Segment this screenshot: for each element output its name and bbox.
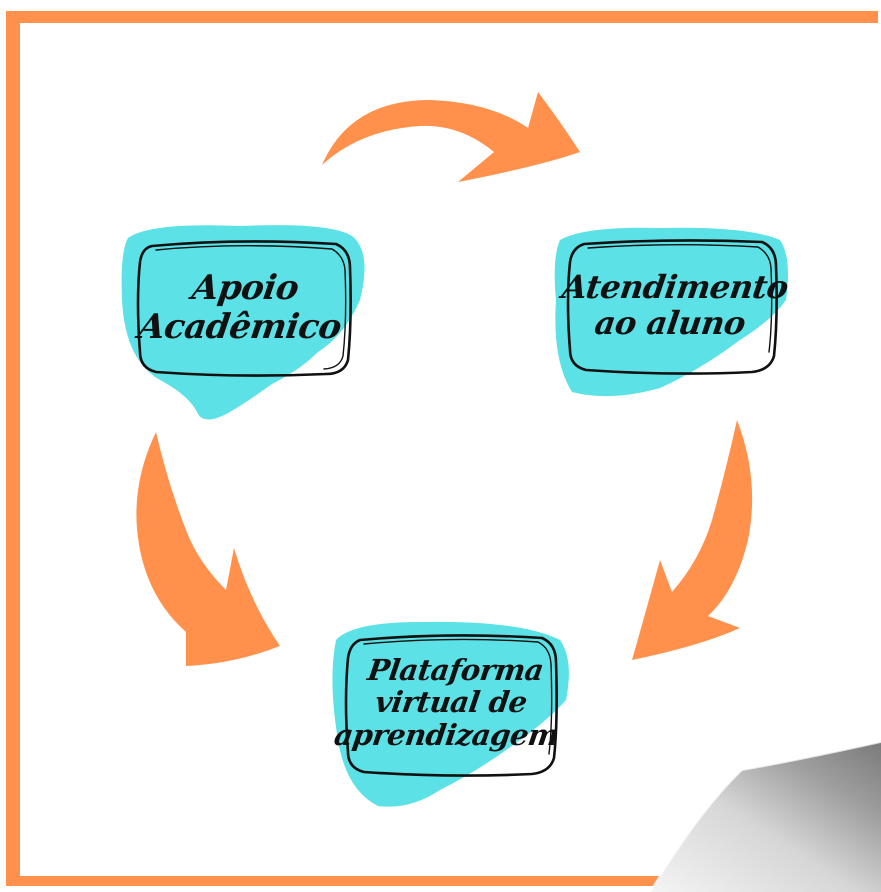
arrow-atendimento-to-plataforma	[632, 420, 752, 660]
node-apoio-label: Apoio Acadêmico	[126, 240, 360, 375]
node-apoio-line-1: Apoio	[141, 269, 349, 307]
node-atendimento-label: Atendimento ao aluno	[556, 238, 790, 373]
arrow-apoio-to-atendimento	[322, 92, 580, 182]
node-atendimento-line-1: Atendimento	[560, 270, 790, 306]
node-plataforma-label: Plataforma virtual de aprendizagem	[330, 630, 572, 775]
node-plataforma-line-1: Plataforma	[341, 654, 569, 686]
node-atendimento-line-2: ao aluno	[555, 306, 785, 342]
arrow-apoio-to-plataforma	[136, 432, 280, 666]
node-apoio-line-2: Acadêmico	[136, 308, 344, 346]
page-curl	[650, 742, 881, 892]
node-plataforma-line-2: virtual de	[337, 686, 565, 718]
node-plataforma-line-3: aprendizagem	[332, 719, 560, 751]
